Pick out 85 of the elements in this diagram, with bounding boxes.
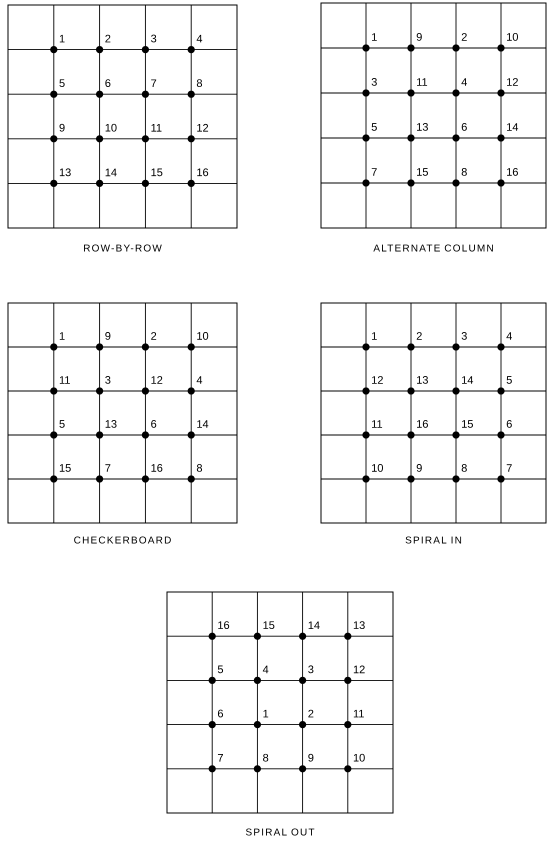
grid-number: 4 bbox=[506, 332, 512, 340]
grid-number: 7 bbox=[151, 79, 156, 87]
grid-number: 14 bbox=[507, 123, 518, 131]
grid-number: 16 bbox=[197, 168, 208, 176]
grid-number: 6 bbox=[151, 420, 156, 428]
grid-number: 2 bbox=[462, 33, 467, 41]
grid-number: 1 bbox=[372, 33, 377, 41]
grid-number: 6 bbox=[506, 420, 512, 428]
grid-number: 3 bbox=[372, 78, 377, 86]
grid-number: 2 bbox=[308, 710, 314, 718]
grid-number: 1 bbox=[372, 332, 377, 340]
caption: CHECKERBOARD bbox=[74, 536, 171, 544]
grid-number: 2 bbox=[105, 34, 110, 42]
grid-number: 16 bbox=[218, 621, 230, 629]
grid-number: 12 bbox=[507, 78, 518, 86]
grid-number: 9 bbox=[105, 332, 110, 340]
grid-number: 7 bbox=[218, 754, 223, 762]
grid-number: 13 bbox=[106, 420, 117, 428]
grid-number: 15 bbox=[462, 420, 473, 428]
grid-number: 7 bbox=[372, 168, 377, 176]
grid-number: 1 bbox=[60, 332, 65, 340]
grid-number: 15 bbox=[417, 168, 428, 176]
grid-number: 9 bbox=[416, 464, 422, 472]
grid-number: 14 bbox=[308, 621, 320, 629]
grid-number: 11 bbox=[151, 124, 162, 132]
grid-number: 7 bbox=[506, 464, 512, 472]
grid-number: 14 bbox=[197, 420, 208, 428]
grid-number: 11 bbox=[417, 78, 428, 86]
grid-number: 6 bbox=[462, 123, 467, 131]
grid-number: 7 bbox=[105, 464, 110, 472]
grid-number: 12 bbox=[354, 666, 365, 674]
grid-number: 11 bbox=[354, 710, 364, 718]
caption: ALTERNATE COLUMN bbox=[373, 244, 493, 252]
grid-number: 10 bbox=[106, 124, 117, 132]
grid-number: 5 bbox=[218, 666, 224, 674]
grid-number: 13 bbox=[417, 376, 428, 384]
caption: SPIRAL IN bbox=[406, 536, 462, 544]
grid-number: 4 bbox=[262, 666, 268, 674]
grid-number: 11 bbox=[60, 376, 70, 384]
grid-number: 8 bbox=[263, 754, 268, 762]
grid-number: 15 bbox=[151, 168, 162, 176]
grid-number: 10 bbox=[372, 464, 383, 472]
grid-number: 4 bbox=[196, 376, 202, 384]
grid-number: 8 bbox=[462, 168, 467, 176]
grid-number: 5 bbox=[372, 123, 377, 131]
grid-number: 6 bbox=[218, 710, 224, 718]
grid-number: 9 bbox=[60, 124, 65, 132]
grid-number: 8 bbox=[196, 464, 202, 472]
grid-number: 10 bbox=[354, 754, 365, 762]
grid-number: 10 bbox=[507, 33, 518, 41]
grid-number: 16 bbox=[507, 168, 518, 176]
grid-number: 15 bbox=[263, 621, 274, 629]
grid-number: 9 bbox=[416, 33, 422, 41]
grid-number: 15 bbox=[60, 464, 71, 472]
grid-number: 12 bbox=[151, 376, 162, 384]
caption: SPIRAL OUT bbox=[246, 828, 314, 836]
grid-number: 16 bbox=[151, 464, 162, 472]
grid-number: 10 bbox=[197, 332, 208, 340]
grid-number: 4 bbox=[461, 78, 467, 86]
grid-number: 1 bbox=[60, 34, 65, 42]
grid-number: 16 bbox=[417, 420, 428, 428]
grid-number: 9 bbox=[308, 754, 314, 762]
grid-number: 14 bbox=[462, 376, 474, 384]
grid-number: 8 bbox=[196, 79, 202, 87]
caption: ROW-BY-ROW bbox=[84, 244, 162, 252]
grid-number: 14 bbox=[106, 168, 117, 176]
grid-number: 4 bbox=[196, 34, 202, 42]
grid-number: 5 bbox=[59, 79, 65, 87]
grid-number: 13 bbox=[354, 621, 365, 629]
grid-number: 8 bbox=[462, 464, 467, 472]
grid-number: 1 bbox=[263, 710, 268, 718]
grid-number: 2 bbox=[151, 332, 156, 340]
grid-number: 12 bbox=[197, 124, 208, 132]
grid-number: 3 bbox=[462, 332, 467, 340]
grid-number: 13 bbox=[60, 168, 71, 176]
grid-number: 11 bbox=[372, 420, 382, 428]
grid-number: 13 bbox=[417, 123, 428, 131]
grid-number: 5 bbox=[506, 376, 512, 384]
grid-number: 12 bbox=[372, 376, 383, 384]
grid-number: 2 bbox=[416, 332, 422, 340]
grid-number: 5 bbox=[59, 420, 65, 428]
grid-number: 6 bbox=[105, 79, 110, 87]
grid-number: 3 bbox=[151, 34, 156, 42]
grid-number: 3 bbox=[308, 665, 314, 674]
grid-number: 3 bbox=[105, 376, 110, 384]
